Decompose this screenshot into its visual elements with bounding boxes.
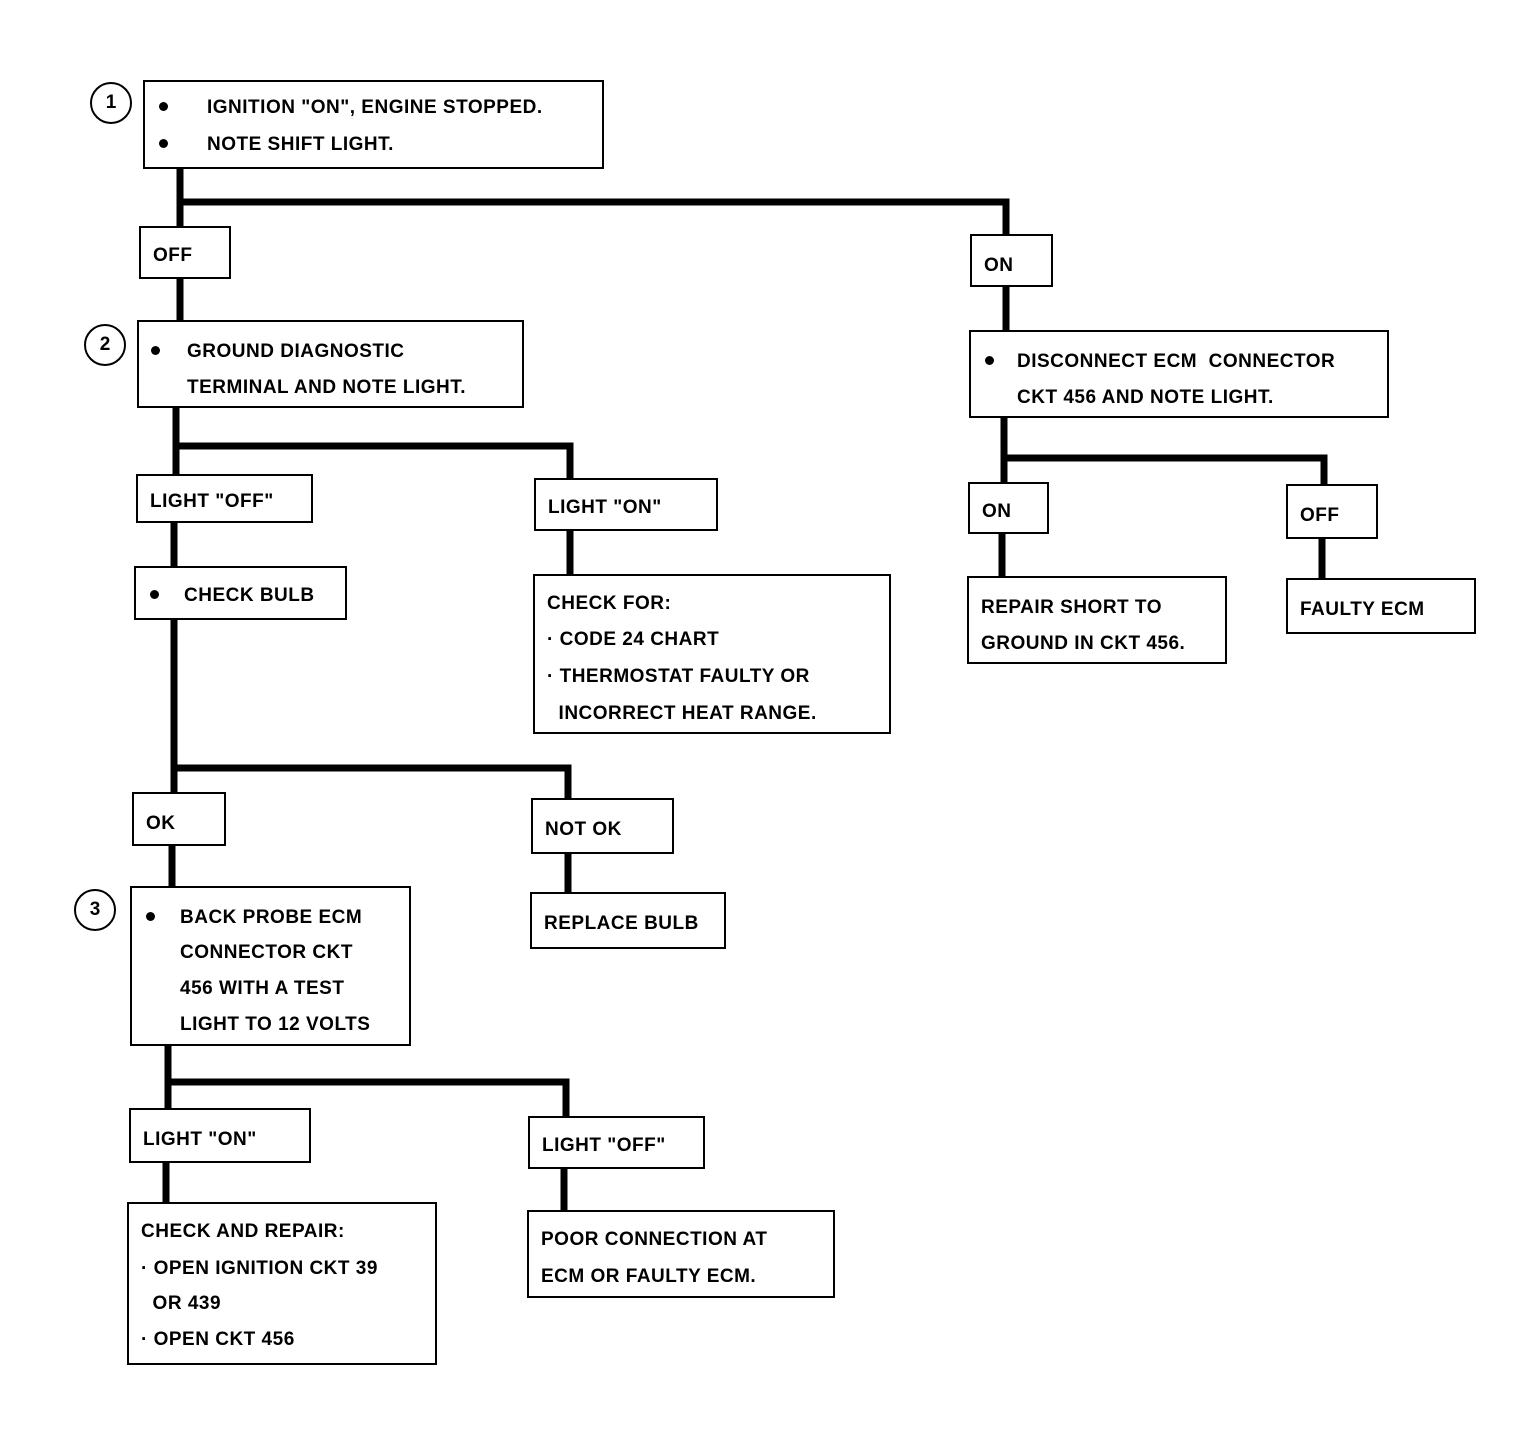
disconnect-line-1: DISCONNECT ECM CONNECTOR (1017, 351, 1336, 372)
check-for-line-4: INCORRECT HEAT RANGE. (547, 703, 817, 724)
bullet (151, 346, 160, 355)
replace-bulb-box: REPLACE BULB (530, 892, 726, 949)
bullet (146, 912, 155, 921)
step-number-3: 3 (74, 889, 116, 931)
check-bulb-box: CHECK BULB (134, 566, 347, 620)
step-2-line-1: GROUND DIAGNOSTIC (187, 341, 405, 362)
result-light-on: LIGHT "ON" (534, 478, 718, 531)
check-for-line-1: CHECK FOR: (547, 593, 672, 614)
result-off: OFF (139, 226, 231, 279)
disconnect-line-2: CKT 456 AND NOTE LIGHT. (1017, 387, 1274, 408)
disconnect-box: DISCONNECT ECM CONNECTOR CKT 456 AND NOT… (969, 330, 1389, 418)
result-light-off: LIGHT "OFF" (136, 474, 313, 523)
step-3-line-3: 456 WITH A TEST (180, 978, 345, 999)
check-repair-line-2: · OPEN IGNITION CKT 39 (141, 1258, 378, 1279)
bullet (159, 102, 168, 111)
step-3-line-1: BACK PROBE ECM (180, 907, 363, 928)
result-d-off: OFF (1286, 484, 1378, 539)
result-d-on: ON (968, 482, 1049, 534)
bullet (159, 139, 168, 148)
result-not-ok-label: NOT OK (545, 819, 622, 840)
repair-short-box: REPAIR SHORT TO GROUND IN CKT 456. (967, 576, 1227, 664)
check-repair-line-3: OR 439 (141, 1293, 222, 1314)
check-for-line-2: · CODE 24 CHART (547, 629, 720, 650)
check-repair-line-4: · OPEN CKT 456 (141, 1329, 295, 1350)
result-on: ON (970, 234, 1053, 287)
result-light-off-label: LIGHT "OFF" (150, 491, 274, 512)
check-repair-box: CHECK AND REPAIR: · OPEN IGNITION CKT 39… (127, 1202, 437, 1365)
step-3-line-4: LIGHT TO 12 VOLTS (180, 1014, 371, 1035)
result-s3-light-on: LIGHT "ON" (129, 1108, 311, 1163)
check-for-line-3: · THERMOSTAT FAULTY OR (547, 666, 810, 687)
result-on-label: ON (984, 255, 1014, 276)
step-1-line-1: IGNITION "ON", ENGINE STOPPED. (207, 97, 543, 118)
faulty-ecm-box: FAULTY ECM (1286, 578, 1476, 634)
result-light-on-label: LIGHT "ON" (548, 497, 662, 518)
step-number-1: 1 (90, 82, 132, 124)
result-off-label: OFF (153, 245, 193, 266)
result-d-on-label: ON (982, 501, 1012, 522)
repair-short-line-1: REPAIR SHORT TO (981, 597, 1162, 618)
connector-s2-lighton (172, 442, 574, 482)
result-s3-light-off-label: LIGHT "OFF" (542, 1135, 666, 1156)
step-number-2: 2 (84, 324, 126, 366)
step-3-line-2: CONNECTOR CKT (180, 942, 353, 963)
step-2-box: GROUND DIAGNOSTIC TERMINAL AND NOTE LIGH… (137, 320, 524, 408)
result-ok-label: OK (146, 813, 176, 834)
connector-s3-lightoff (164, 1078, 570, 1122)
bullet (985, 356, 994, 365)
result-s3-light-on-label: LIGHT "ON" (143, 1129, 257, 1150)
check-repair-line-1: CHECK AND REPAIR: (141, 1221, 345, 1242)
result-not-ok: NOT OK (531, 798, 674, 854)
check-bulb-label: CHECK BULB (184, 585, 315, 606)
step-2-line-2: TERMINAL AND NOTE LIGHT. (187, 377, 467, 398)
faulty-ecm-label: FAULTY ECM (1300, 599, 1425, 620)
connector-disconnect-off (1000, 454, 1328, 490)
check-for-box: CHECK FOR: · CODE 24 CHART · THERMOSTAT … (533, 574, 891, 734)
result-d-off-label: OFF (1300, 505, 1340, 526)
step-1-box: IGNITION "ON", ENGINE STOPPED. NOTE SHIF… (143, 80, 604, 169)
connector-checkbulb-notok (170, 764, 572, 804)
step-3-box: BACK PROBE ECM CONNECTOR CKT 456 WITH A … (130, 886, 411, 1046)
step-1-line-2: NOTE SHIFT LIGHT. (207, 134, 394, 155)
bullet (150, 590, 159, 599)
repair-short-line-2: GROUND IN CKT 456. (981, 633, 1186, 654)
poor-connection-line-2: ECM OR FAULTY ECM. (541, 1266, 757, 1287)
poor-connection-box: POOR CONNECTION AT ECM OR FAULTY ECM. (527, 1210, 835, 1298)
replace-bulb-label: REPLACE BULB (544, 913, 699, 934)
result-ok: OK (132, 792, 226, 846)
result-s3-light-off: LIGHT "OFF" (528, 1116, 705, 1169)
connector-s1-on (176, 198, 1010, 240)
poor-connection-line-1: POOR CONNECTION AT (541, 1229, 768, 1250)
